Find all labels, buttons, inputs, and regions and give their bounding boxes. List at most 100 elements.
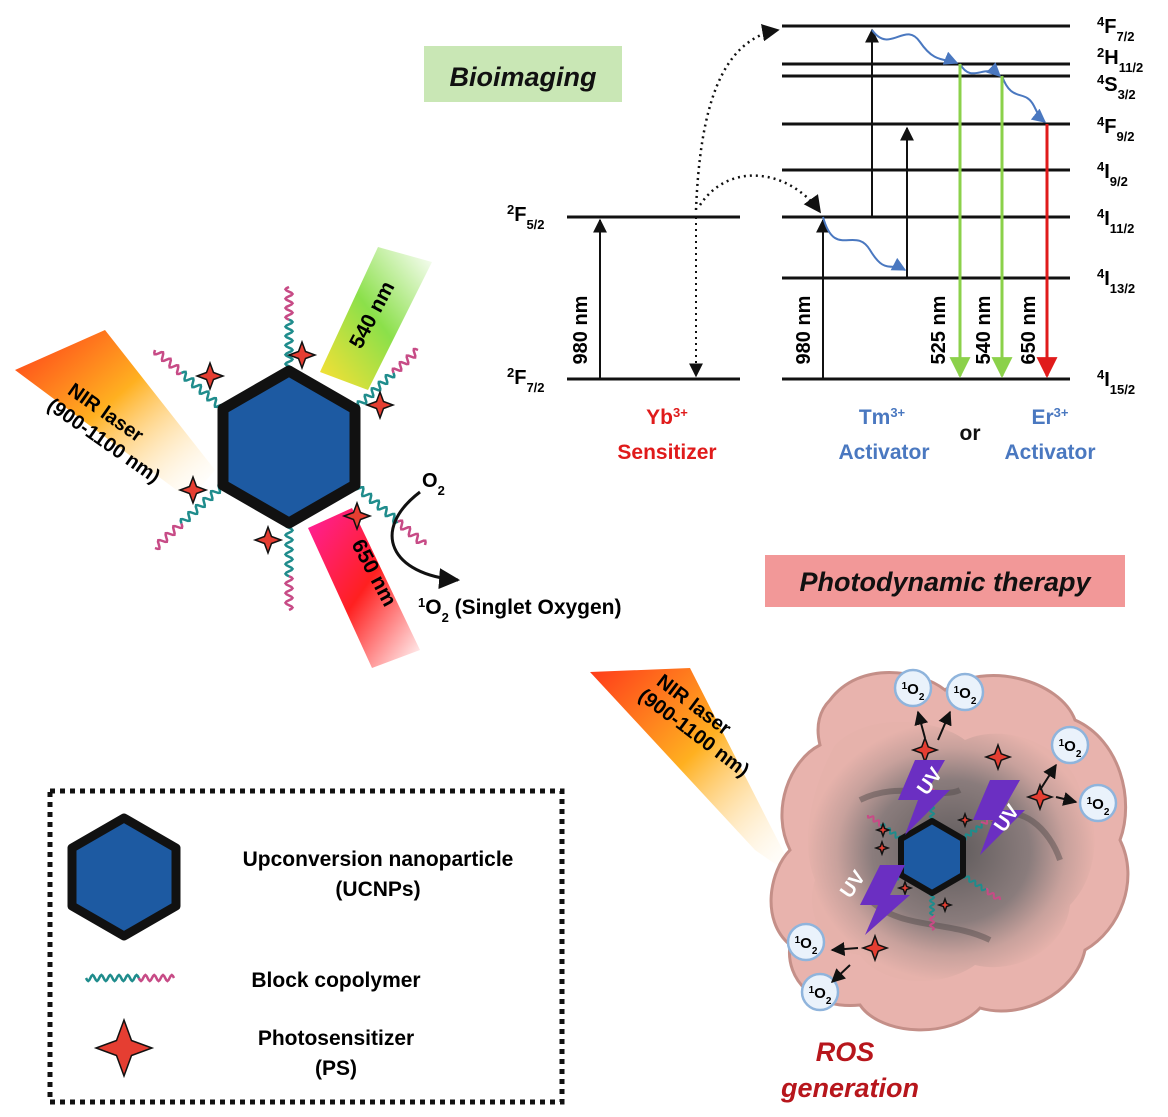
emission-525-label: 525 nm xyxy=(928,296,950,365)
legend-ucnp-label: Upconversion nanoparticle xyxy=(243,848,514,871)
tumor-ps-star-large xyxy=(1025,782,1055,812)
singlet-oxygen-bubbles: 1O2 1O2 1O2 1O2 1O2 1O2 xyxy=(786,668,1118,1012)
tumor-chain xyxy=(928,892,936,931)
singlet-oxygen-bubble: 1O2 xyxy=(800,972,840,1012)
tumor-ucnp-hexagon xyxy=(898,818,966,896)
ps-star xyxy=(252,524,284,556)
o2-conversion-arrow xyxy=(390,490,461,590)
nir-beam-1 xyxy=(15,330,215,500)
or-label: or xyxy=(960,422,981,445)
ros-arrow xyxy=(1055,792,1078,806)
singlet-oxygen-bubble: 1O2 xyxy=(945,672,985,712)
ps-star xyxy=(364,389,396,421)
tumor-ps-star xyxy=(896,879,914,897)
er-ion-label: Er3+ xyxy=(1031,405,1068,430)
level-label-s32: 4S3/2 xyxy=(1097,72,1136,102)
tumor-ps-star-large xyxy=(860,933,890,963)
legend-ucnp-label-2: (UCNPs) xyxy=(335,878,420,901)
yb-excitation-label: 980 nm xyxy=(570,296,592,365)
yb-lower-term: 2F7/2 xyxy=(507,365,545,395)
band-650 xyxy=(308,508,420,668)
legend-ps-label: Photosensitizer xyxy=(258,1027,414,1050)
tumor-ps-star xyxy=(874,821,892,839)
relax-f72-h112 xyxy=(871,29,959,65)
svg-text:Bioimaging: Bioimaging xyxy=(450,62,598,92)
yb-upper-term: 2F5/2 xyxy=(507,202,545,232)
ucnp-hexagon xyxy=(217,365,361,529)
tm-ion-label: Tm3+ xyxy=(859,405,906,430)
ucnp-scene: NIR laser (900-1100 nm) 540 nm 650 nm O2… xyxy=(15,247,622,668)
ps-star xyxy=(194,360,226,392)
tumor-chain xyxy=(962,875,1001,900)
tumor-photosensitizer-stars xyxy=(860,735,1055,963)
relax-s32-f92 xyxy=(1001,75,1047,123)
copolymer-chain xyxy=(283,285,295,373)
legend-frame xyxy=(47,788,565,1105)
legend-copolymer-label: Block copolymer xyxy=(251,969,420,992)
svg-text:ROS: ROS xyxy=(816,1037,875,1067)
er-role-label: Activator xyxy=(1004,441,1095,464)
ros-arrow xyxy=(830,964,851,983)
svg-text:1O2: 1O2 xyxy=(1059,738,1082,760)
emission-650-label: 650 nm xyxy=(1018,296,1040,365)
legend-ps-label-2: (PS) xyxy=(315,1057,357,1080)
bioimaging-label: Bioimaging xyxy=(424,46,622,102)
ros-arrow xyxy=(914,710,929,739)
level-label-i132: 4I13/2 xyxy=(1097,266,1135,296)
svg-text:1O2: 1O2 xyxy=(795,935,818,957)
legend-ucnp-icon xyxy=(67,813,181,941)
nir-beam-2 xyxy=(590,668,798,880)
tumor-ps-star xyxy=(956,811,974,829)
o2-label: O2 xyxy=(422,470,445,498)
copolymer-chain xyxy=(153,349,225,410)
pdt-label: Photodynamic therapy xyxy=(765,555,1125,607)
emission-540-label: 540 nm xyxy=(973,296,995,365)
relax-h112-s32 xyxy=(959,62,1002,77)
tumor-scene: NIR laser (900-1100 nm) UV UV UV 1O21O21… xyxy=(590,668,1130,1032)
level-label-i92: 4I9/2 xyxy=(1097,159,1128,189)
yb-role-label: Sensitizer xyxy=(617,441,716,464)
singlet-oxygen-bubble: 1O2 xyxy=(893,668,933,708)
act-excitation-label: 980 nm xyxy=(793,296,815,365)
copolymer-chain xyxy=(283,521,295,612)
level-label-h112: 2H11/2 xyxy=(1097,45,1143,75)
ros-arrow xyxy=(937,710,952,741)
energy-transfer-low xyxy=(698,174,822,214)
singlet-oxygen-bubble: 1O2 xyxy=(1050,725,1090,765)
ros-generation-label: ROS generation xyxy=(780,1037,919,1103)
uv-bolts xyxy=(860,760,1025,935)
singlet-oxygen-label: 1O2 (Singlet Oxygen) xyxy=(418,595,622,625)
svg-text:1O2: 1O2 xyxy=(902,681,925,703)
svg-text:Photodynamic therapy: Photodynamic therapy xyxy=(799,567,1092,597)
legend-photosensitizer-icon xyxy=(93,1017,155,1079)
level-label-i112: 4I11/2 xyxy=(1097,206,1134,236)
tm-role-label: Activator xyxy=(838,441,929,464)
ps-star xyxy=(341,500,373,532)
band-540 xyxy=(320,247,432,390)
energy-transfer-top xyxy=(694,24,780,211)
ros-arrow xyxy=(830,942,859,957)
tumor-ps-star xyxy=(936,896,954,914)
level-label-f92: 4F9/2 xyxy=(1097,114,1135,144)
yb-ion-label: Yb3+ xyxy=(646,405,688,430)
tumor-ps-star-large xyxy=(983,742,1013,772)
svg-text:generation: generation xyxy=(780,1073,919,1103)
ps-star xyxy=(177,474,209,506)
ros-arrow xyxy=(1039,763,1057,791)
level-label-i152: 4I15/2 xyxy=(1097,367,1135,397)
photosensitizer-stars xyxy=(177,339,396,556)
legend-copolymer-icon xyxy=(84,973,176,983)
copolymer-chains xyxy=(153,285,427,612)
ps-star xyxy=(286,339,318,371)
copolymer-chain xyxy=(354,347,419,412)
singlet-oxygen-bubble: 1O2 xyxy=(1078,783,1118,823)
level-label-f72: 4F7/2 xyxy=(1097,14,1135,44)
svg-text:1O2: 1O2 xyxy=(954,685,977,707)
copolymer-chain xyxy=(353,484,427,546)
legend-star xyxy=(93,1017,155,1079)
energy-level-diagram: 2F5/2 2F7/2 980 nm 4F7/2 2H11/2 4S3/2 4F… xyxy=(507,14,1143,465)
relax-i112-i132 xyxy=(822,216,907,271)
svg-text:1O2: 1O2 xyxy=(1087,796,1110,818)
tumor-ps-star xyxy=(873,839,891,857)
